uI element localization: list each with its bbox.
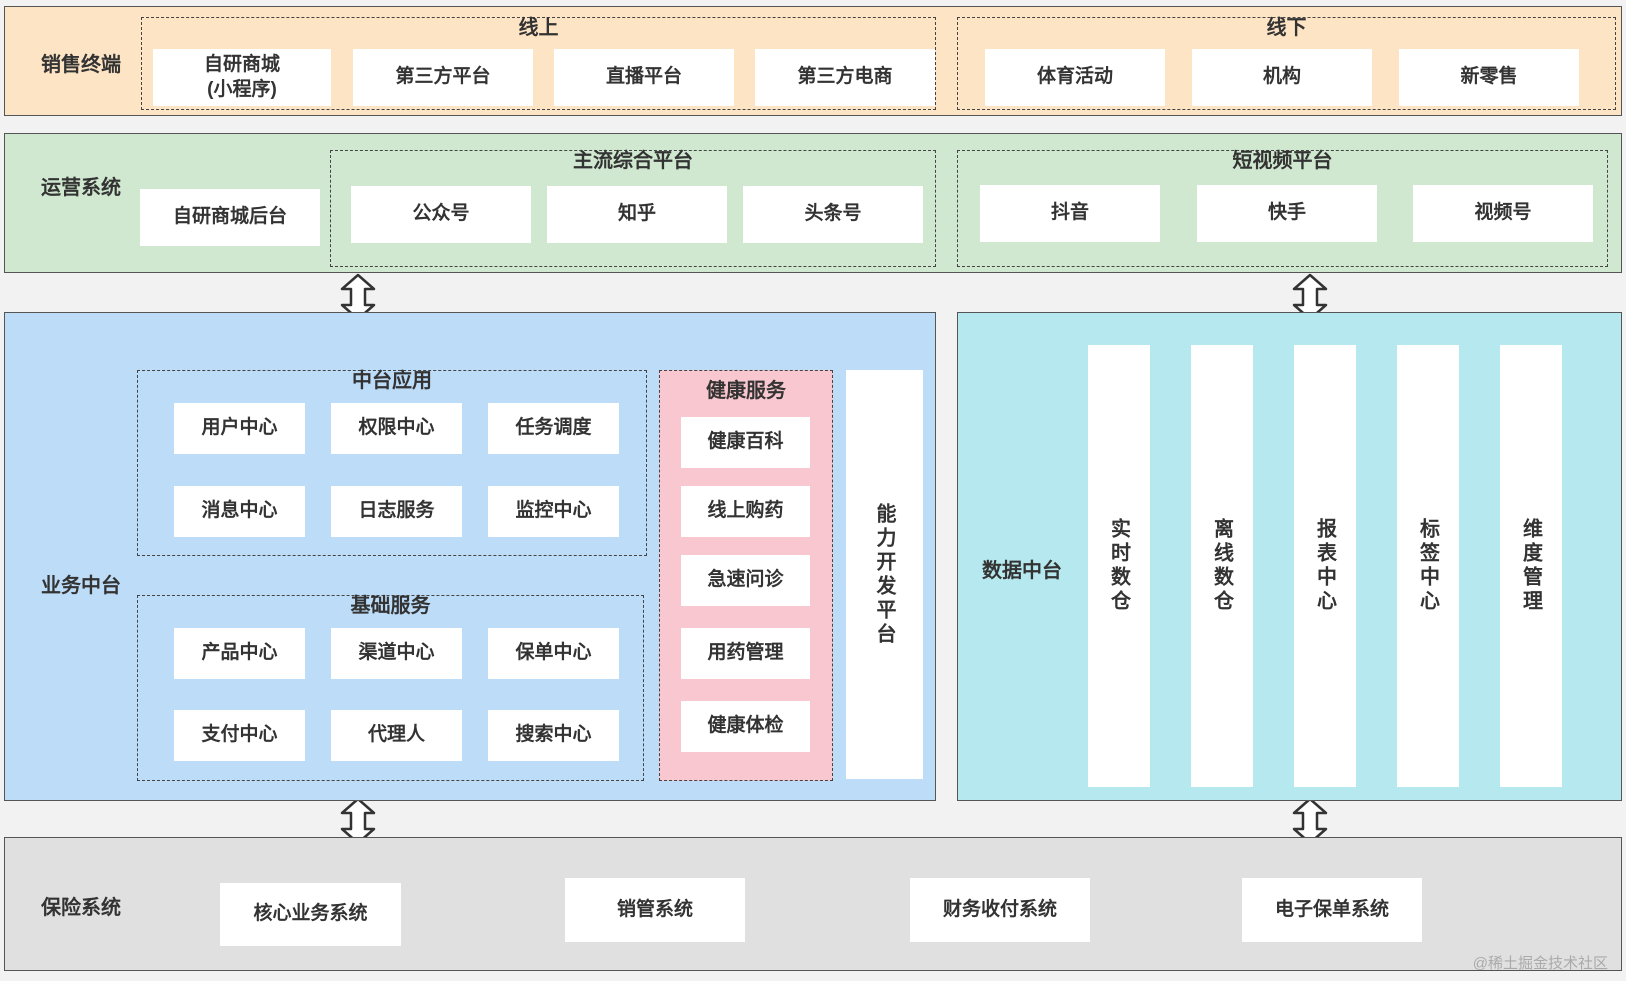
capability-dev-platform: 能力开发平台 xyxy=(846,370,923,779)
online-item-self-mall: 自研商城 (小程序) xyxy=(153,49,331,106)
base-payment-center: 支付中心 xyxy=(174,710,305,761)
midapp-task-scheduling: 任务调度 xyxy=(488,403,619,454)
mid-apps-title: 中台应用 xyxy=(352,370,432,392)
online-group: 线上 xyxy=(141,17,936,110)
data-tag-center: 标签中心 xyxy=(1397,345,1459,787)
mainstream-item-zhihu: 知乎 xyxy=(547,186,727,243)
health-quick-consult: 急速问诊 xyxy=(681,555,810,606)
offline-item-new-retail: 新零售 xyxy=(1399,49,1579,106)
offline-item-institution: 机构 xyxy=(1192,49,1372,106)
base-policy-center: 保单中心 xyxy=(488,628,619,679)
health-services-title: 健康服务 xyxy=(706,380,786,402)
insurance-core-business: 核心业务系统 xyxy=(220,883,401,946)
mainstream-item-toutiao: 头条号 xyxy=(743,186,923,243)
insurance-finance-payment: 财务收付系统 xyxy=(910,878,1090,942)
shortvideo-item-kuaishou: 快手 xyxy=(1197,185,1377,242)
data-offline-warehouse: 离线数仓 xyxy=(1191,345,1253,787)
short-video-title: 短视频平台 xyxy=(1232,150,1333,172)
offline-item-sports: 体育活动 xyxy=(985,49,1165,106)
midapp-user-center: 用户中心 xyxy=(174,403,305,454)
shortvideo-item-channels: 视频号 xyxy=(1413,185,1593,242)
insurance-e-policy: 电子保单系统 xyxy=(1242,878,1422,942)
midapp-message-center: 消息中心 xyxy=(174,486,305,537)
offline-group-title: 线下 xyxy=(1266,17,1307,39)
health-checkup: 健康体检 xyxy=(681,701,810,752)
sales-terminal-title: 销售终端 xyxy=(41,53,121,76)
base-services-title: 基础服务 xyxy=(350,595,431,617)
base-agent: 代理人 xyxy=(331,710,462,761)
online-group-title: 线上 xyxy=(518,17,559,39)
online-item-third-ecommerce: 第三方电商 xyxy=(755,49,935,106)
health-encyclopedia: 健康百科 xyxy=(681,417,810,468)
short-video-group: 短视频平台 xyxy=(957,150,1608,267)
mainstream-platform-title: 主流综合平台 xyxy=(573,150,693,172)
data-dimension-mgmt: 维度管理 xyxy=(1500,345,1562,787)
base-product-center: 产品中心 xyxy=(174,628,305,679)
operations-title: 运营系统 xyxy=(41,176,121,199)
shortvideo-item-douyin: 抖音 xyxy=(980,185,1160,242)
base-services-group: 基础服务 xyxy=(137,595,644,781)
midapp-log-service: 日志服务 xyxy=(331,486,462,537)
data-report-center: 报表中心 xyxy=(1294,345,1356,787)
health-medication-mgmt: 用药管理 xyxy=(681,628,810,679)
base-channel-center: 渠道中心 xyxy=(331,628,462,679)
base-search-center: 搜索中心 xyxy=(488,710,619,761)
data-realtime-warehouse: 实时数仓 xyxy=(1088,345,1150,787)
business-platform-title: 业务中台 xyxy=(41,574,121,597)
mainstream-platform-group: 主流综合平台 xyxy=(330,150,936,267)
online-item-live-platform: 直播平台 xyxy=(554,49,734,106)
insurance-system-title: 保险系统 xyxy=(41,896,121,919)
watermark: @稀土掘金技术社区 xyxy=(1472,955,1608,972)
offline-group: 线下 xyxy=(957,17,1616,110)
ops-self-mall-backend: 自研商城后台 xyxy=(140,189,320,246)
insurance-sales-mgmt: 销管系统 xyxy=(565,878,745,942)
online-item-third-platform: 第三方平台 xyxy=(353,49,533,106)
midapp-monitor-center: 监控中心 xyxy=(488,486,619,537)
midapp-permission-center: 权限中心 xyxy=(331,403,462,454)
data-platform-title: 数据中台 xyxy=(982,559,1062,582)
mainstream-item-wechat-oa: 公众号 xyxy=(351,186,531,243)
health-online-medicine: 线上购药 xyxy=(681,486,810,537)
capability-dev-platform-label: 能力开发平台 xyxy=(873,502,895,647)
mid-apps-group: 中台应用 xyxy=(137,370,647,556)
